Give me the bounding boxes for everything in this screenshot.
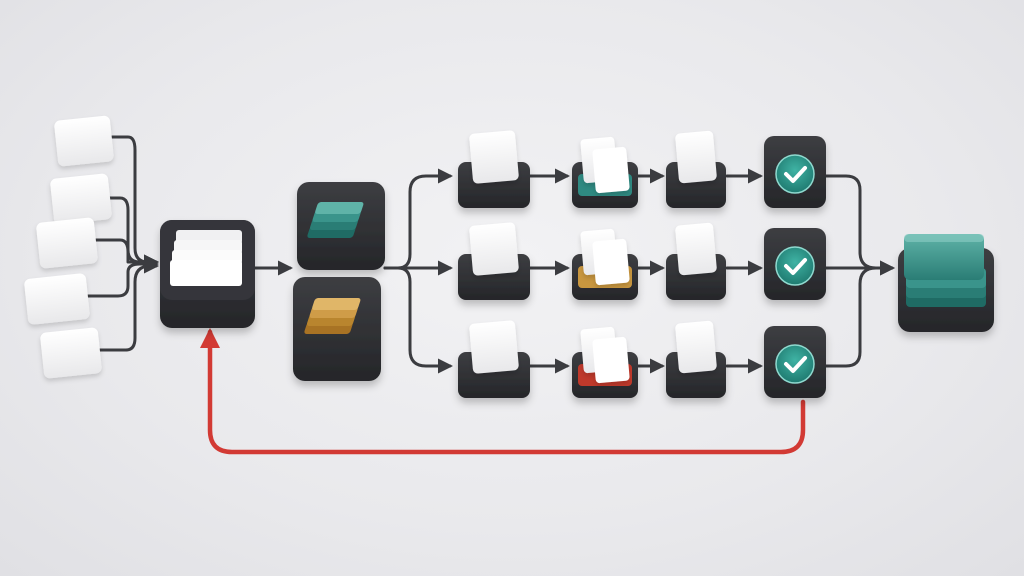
document-card-icon <box>24 273 90 325</box>
lane-3-stage-2 <box>572 326 638 398</box>
document-pair-icon <box>580 228 630 286</box>
connectors <box>85 135 895 374</box>
lane-2 <box>458 222 826 300</box>
document-card-icon <box>675 320 717 374</box>
lane-3 <box>458 320 826 398</box>
lane-2-stage-1 <box>458 222 530 300</box>
document-card-icon <box>469 130 519 184</box>
teal-stack-icon <box>904 234 986 307</box>
document-card-icon <box>40 327 102 379</box>
merge-connector-top <box>824 174 895 276</box>
lane-3-stage-4 <box>764 326 826 398</box>
split-connector-bottom <box>383 266 453 374</box>
input-cards <box>24 115 114 379</box>
lane-1-stage-4 <box>764 136 826 208</box>
document-card-icon <box>675 130 717 184</box>
input-connector-5 <box>98 258 159 352</box>
document-card-icon <box>50 173 112 225</box>
processing-lanes <box>458 130 826 398</box>
document-card-icon <box>469 222 519 276</box>
document-card-icon <box>469 320 519 374</box>
lane-1-stage-3 <box>666 130 726 208</box>
merge-connector-bottom <box>824 266 878 368</box>
check-icon <box>775 154 815 194</box>
feedback-loop-arrow <box>199 327 806 455</box>
document-card-icon <box>36 217 98 269</box>
stacked-documents-icon <box>170 230 242 286</box>
teal-stack-icon <box>307 202 364 238</box>
ochre-stack-icon <box>304 298 361 334</box>
check-icon <box>775 344 815 384</box>
split-connector-top <box>383 168 453 270</box>
lane-2-stage-4 <box>764 228 826 300</box>
lane-2-stage-2 <box>572 228 638 300</box>
lane-1-stage-1 <box>458 130 530 208</box>
lane-1 <box>458 130 826 208</box>
document-card-icon <box>54 115 114 167</box>
lane-3-stage-3 <box>666 320 726 398</box>
input-connector-2 <box>106 196 159 270</box>
input-connector-3 <box>93 238 159 270</box>
input-connector-4 <box>85 256 159 298</box>
document-card-icon <box>675 222 717 276</box>
lane-1-stage-2 <box>572 136 638 208</box>
lane-3-stage-1 <box>458 320 530 398</box>
document-pair-icon <box>580 136 630 194</box>
document-pair-icon <box>580 326 630 384</box>
check-icon <box>775 246 815 286</box>
lane-2-stage-3 <box>666 222 726 300</box>
